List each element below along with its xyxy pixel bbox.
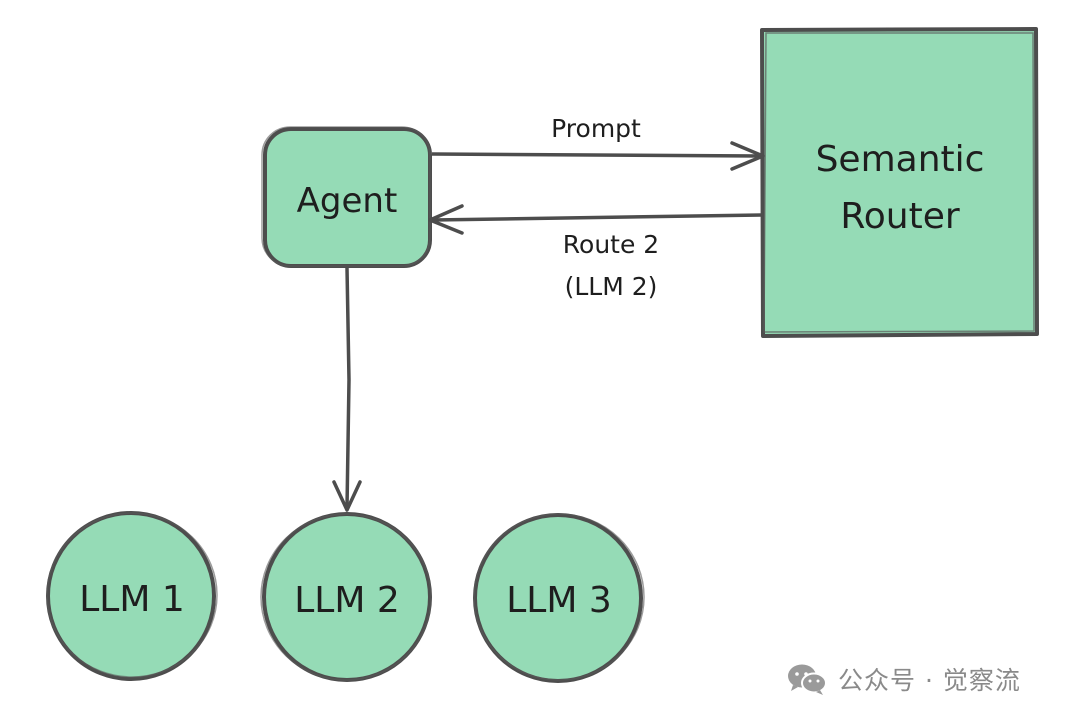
- watermark: 公众号 · 觉察流: [786, 659, 1021, 699]
- router-label-line1: Semantic: [816, 139, 985, 180]
- llm2-node[interactable]: LLM 2: [260, 512, 432, 682]
- semantic-router-node[interactable]: Semantic Router: [760, 27, 1039, 338]
- prompt-edge: Prompt: [431, 114, 765, 171]
- llm1-label: LLM 1: [79, 579, 185, 620]
- agent-to-llm2-edge: [332, 266, 362, 512]
- watermark-text: 公众号 · 觉察流: [838, 666, 1021, 695]
- llm1-node[interactable]: LLM 1: [46, 511, 218, 681]
- route-edge: Route 2 (LLM 2): [428, 204, 763, 301]
- prompt-label: Prompt: [551, 114, 641, 143]
- route-label-line1: Route 2: [563, 230, 659, 259]
- route-label-line2: (LLM 2): [565, 272, 658, 301]
- llm2-label: LLM 2: [294, 580, 400, 621]
- llm3-label: LLM 3: [506, 580, 612, 621]
- agent-label: Agent: [297, 181, 398, 221]
- agent-node[interactable]: Agent: [261, 126, 432, 268]
- llm3-node[interactable]: LLM 3: [473, 513, 645, 683]
- router-label-line2: Router: [840, 196, 960, 237]
- wechat-icon: [788, 664, 827, 695]
